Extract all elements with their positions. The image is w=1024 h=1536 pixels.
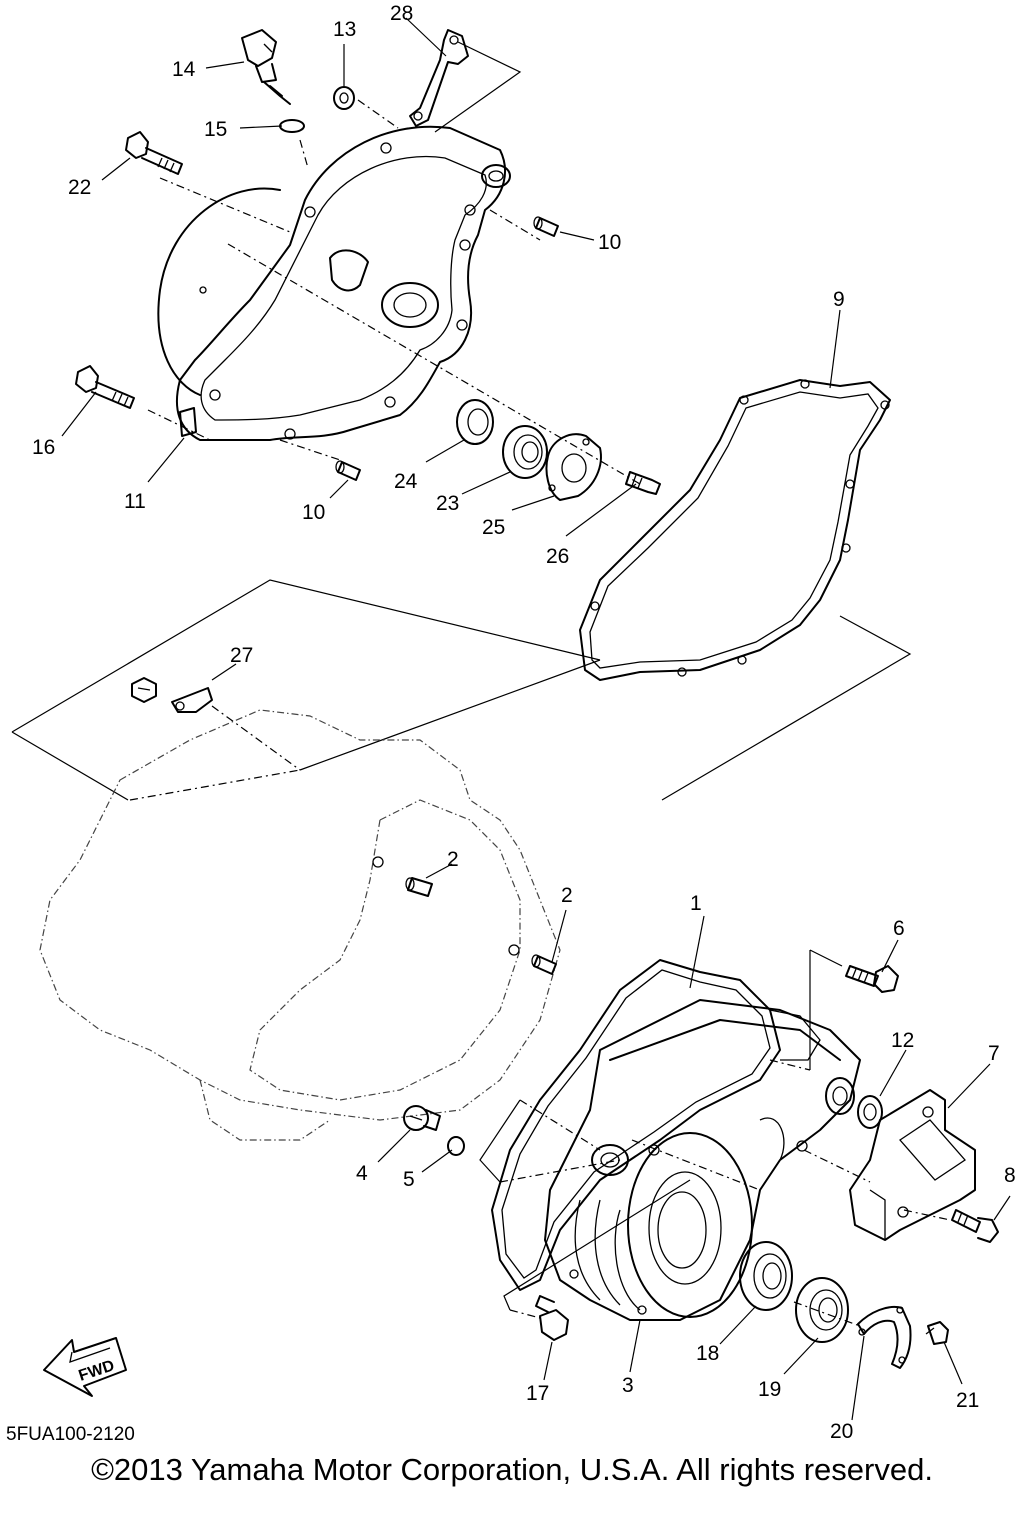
part-25-bearing-retainer xyxy=(545,433,602,501)
part-16-bolt xyxy=(75,365,135,409)
callout-13: 13 xyxy=(333,18,356,41)
part-7-cover xyxy=(849,1089,976,1241)
callout-24: 24 xyxy=(394,470,418,493)
callout-19: 19 xyxy=(758,1378,781,1401)
part-24-oil-seal xyxy=(456,399,494,445)
crankcase-cover-left xyxy=(157,125,511,441)
part-13-collar xyxy=(333,86,355,110)
part-28-bracket xyxy=(409,29,469,127)
callout-25: 25 xyxy=(482,516,505,539)
callout-10b: 10 xyxy=(302,501,325,524)
callout-5: 5 xyxy=(403,1168,415,1191)
callout-22: 22 xyxy=(68,176,91,199)
callout-15: 15 xyxy=(204,118,227,141)
callout-16: 16 xyxy=(32,436,55,459)
part-6-bolt xyxy=(845,965,899,993)
callout-9: 9 xyxy=(833,288,845,311)
callouts: 1 2 2 3 4 5 6 7 8 9 10 10 11 12 13 14 15… xyxy=(32,2,1016,1443)
part-27-stay xyxy=(131,677,213,713)
callout-18: 18 xyxy=(696,1342,719,1365)
part-9-gasket xyxy=(579,379,891,681)
callout-11: 11 xyxy=(124,490,146,513)
callout-3: 3 xyxy=(622,1374,634,1397)
part-19-oil-seal xyxy=(795,1277,849,1343)
callout-2a: 2 xyxy=(447,848,459,871)
part-5-o-ring xyxy=(447,1136,465,1156)
part-10-dowel-pin-lower xyxy=(335,460,361,481)
drawing-code: 5FUA100-2120 xyxy=(6,1424,135,1445)
fwd-arrow-icon: FWD xyxy=(43,1337,127,1397)
callout-10a: 10 xyxy=(598,231,621,254)
part-20-retainer-plate xyxy=(857,1306,912,1369)
part-8-bolt xyxy=(951,1209,999,1243)
part-21-screw xyxy=(925,1321,949,1345)
part-3-crankcase-cover xyxy=(544,999,861,1321)
part-18-bearing xyxy=(739,1241,793,1311)
callout-8: 8 xyxy=(1004,1164,1016,1187)
part-4-plug xyxy=(403,1105,441,1131)
callout-21: 21 xyxy=(956,1389,979,1412)
callout-4: 4 xyxy=(356,1162,368,1185)
callout-23: 23 xyxy=(436,492,459,515)
part-1-gasket xyxy=(491,959,781,1291)
callout-7: 7 xyxy=(988,1042,1000,1065)
callout-14: 14 xyxy=(172,58,196,81)
callout-1: 1 xyxy=(690,892,702,915)
callout-27: 27 xyxy=(230,644,253,667)
part-22-bolt xyxy=(125,131,183,175)
part-15-o-ring xyxy=(279,119,305,133)
part-2-dowel-pin-lower xyxy=(531,954,557,975)
copyright-notice: ©2013 Yamaha Motor Corporation, U.S.A. A… xyxy=(91,1452,933,1487)
callout-28: 28 xyxy=(390,2,413,25)
callout-6: 6 xyxy=(893,917,905,940)
part-10-dowel-pin-upper xyxy=(533,216,559,237)
callout-26: 26 xyxy=(546,545,569,568)
callout-2b: 2 xyxy=(561,884,573,907)
part-14-oil-level-gauge xyxy=(241,29,291,105)
part-17-bolt xyxy=(535,1295,569,1341)
callout-17: 17 xyxy=(526,1382,549,1405)
callout-12: 12 xyxy=(891,1029,914,1052)
callout-20: 20 xyxy=(830,1420,853,1443)
part-2-dowel-pin-upper xyxy=(405,877,433,897)
part-26-screw xyxy=(625,471,661,495)
part-23-bearing xyxy=(502,425,548,479)
part-12-oil-seal xyxy=(857,1095,883,1129)
engine-crankcase-outline xyxy=(39,709,561,1141)
